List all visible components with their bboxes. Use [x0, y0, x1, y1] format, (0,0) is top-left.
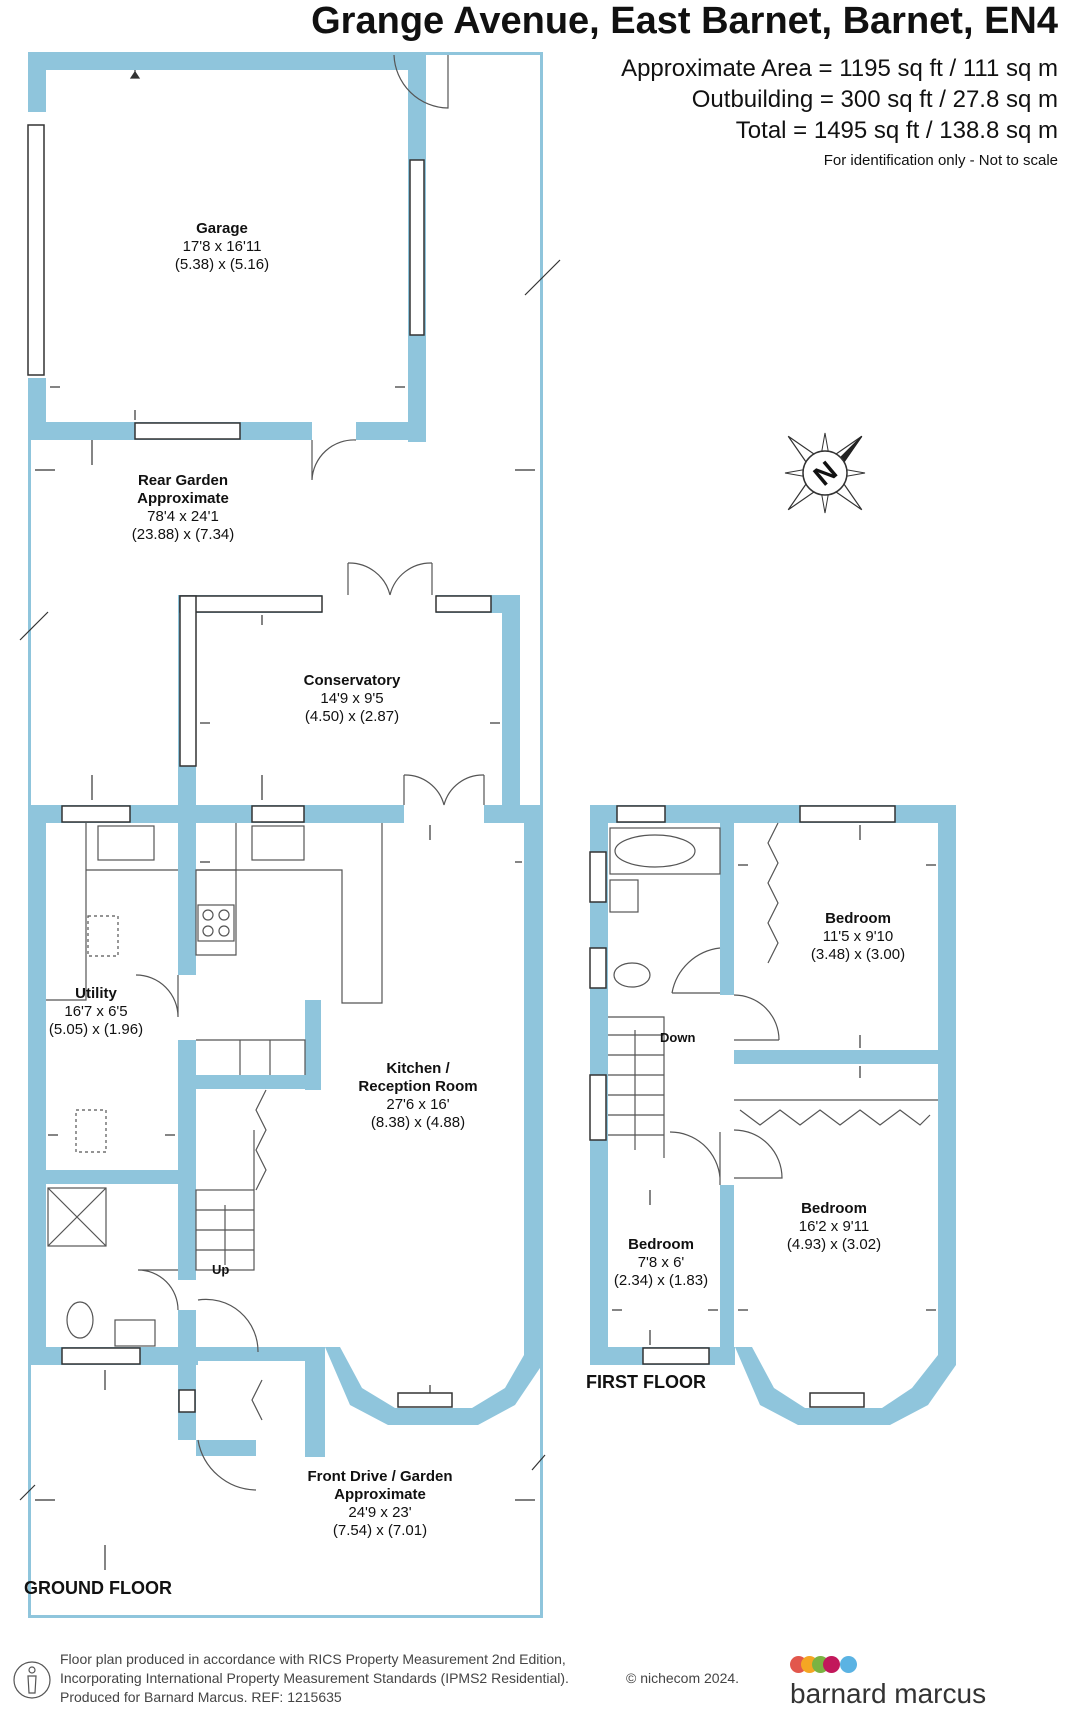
dimension-arrows [19, 70, 936, 1570]
page-title: Grange Avenue, East Barnet, Barnet, EN4 [311, 0, 1058, 42]
accessibility-icon [13, 1661, 51, 1699]
identification-note: For identification only - Not to scale [823, 152, 1058, 169]
walls [28, 52, 956, 1618]
brand-dot [840, 1656, 857, 1673]
windows [27, 124, 896, 1413]
first-floor-label: FIRST FLOOR [586, 1372, 706, 1392]
fittings [46, 54, 938, 1491]
compass-icon: N [784, 432, 866, 514]
copyright: © nichecom 2024. [626, 1670, 740, 1686]
ground-floor-label: GROUND FLOOR [24, 1578, 172, 1598]
total-area: Total = 1495 sq ft / 138.8 sq m [735, 117, 1058, 144]
approximate-area: Approximate Area = 1195 sq ft / 111 sq m [621, 55, 1058, 82]
footer-text: Floor plan produced in accordance with R… [60, 1651, 569, 1705]
brand-name: barnard marcus [790, 1678, 987, 1709]
brand-dot [823, 1656, 840, 1673]
outbuilding-area: Outbuilding = 300 sq ft / 27.8 sq m [691, 86, 1058, 113]
stairs-down-label: Down [660, 1030, 696, 1045]
stairs-up-label: Up [212, 1262, 230, 1277]
